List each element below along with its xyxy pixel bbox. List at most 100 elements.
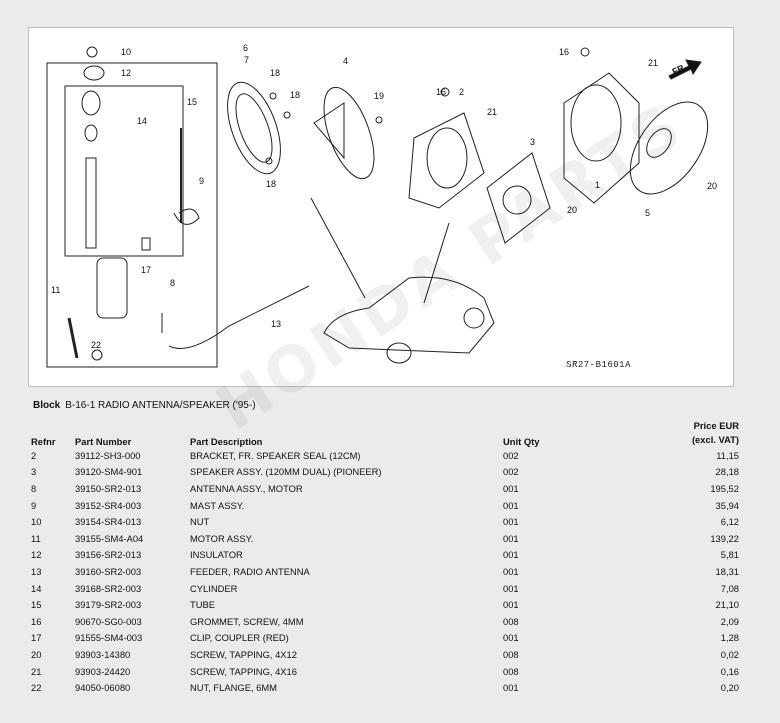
cell-price: 1,28 (720, 632, 739, 644)
speaker-assy-1 (563, 72, 640, 204)
antenna-subgroup-box (64, 85, 184, 257)
cell-unit-qty: 001 (503, 565, 519, 577)
speaker-5-center (646, 128, 672, 158)
bracket-2 (408, 112, 485, 209)
cell-description: MOTOR ASSY. (190, 532, 254, 544)
tube-part (85, 157, 97, 249)
cell-unit-qty: 002 (503, 466, 519, 478)
cell-description: BRACKET, FR. SPEAKER SEAL (12CM) (190, 449, 361, 461)
car-outline (323, 276, 495, 354)
cell-refnr: 13 (31, 565, 42, 577)
cell-price: 5,81 (720, 549, 739, 561)
callout-14: 14 (137, 116, 147, 126)
cell-part-number: 39112-SH3-000 (75, 449, 141, 461)
callout-7: 7 (244, 55, 249, 65)
cell-part-number: 94050-06080 (75, 682, 131, 694)
cell-description: ANTENNA ASSY., MOTOR (190, 482, 303, 494)
callout-20b: 20 (707, 181, 717, 191)
cell-price: 21,10 (715, 599, 739, 611)
cell-description: GROMMET, SCREW, 4MM (190, 615, 304, 627)
cell-part-number: 39160-SR2-003 (75, 565, 142, 577)
callout-17: 17 (141, 265, 151, 275)
mast-cable (173, 208, 200, 225)
header-part-number: Part Number (75, 436, 132, 447)
cell-unit-qty: 001 (503, 482, 519, 494)
cell-description: FEEDER, RADIO ANTENNA (190, 565, 310, 577)
nut-part (86, 46, 98, 58)
cell-description: CLIP, COUPLER (RED) (190, 632, 289, 644)
cell-part-number: 93903-14380 (75, 648, 131, 660)
cell-refnr: 15 (31, 599, 42, 611)
parts-diagram: FR. 10 12 15 14 9 17 8 11 22 6 7 18 18 1… (28, 27, 734, 387)
block-label: Block (33, 400, 61, 411)
cell-price: 2,09 (720, 615, 739, 627)
callout-19: 19 (374, 91, 384, 101)
screw-icon (375, 116, 383, 124)
cell-part-number: 39150-SR2-013 (75, 482, 142, 494)
callout-5: 5 (645, 208, 650, 218)
callout-22: 22 (91, 340, 101, 350)
callout-3: 3 (530, 137, 535, 147)
cell-unit-qty: 008 (503, 648, 519, 660)
speaker-3 (486, 152, 551, 244)
flange-nut-part (91, 349, 103, 361)
feeder-cable (168, 285, 310, 349)
callout-9: 9 (199, 176, 204, 186)
callout-21b: 21 (648, 58, 658, 68)
callout-12: 12 (121, 68, 131, 78)
cell-price: 35,94 (715, 499, 739, 511)
cell-unit-qty: 008 (503, 665, 519, 677)
antenna-group-box (46, 62, 218, 368)
cell-refnr: 17 (31, 632, 42, 644)
cell-unit-qty: 001 (503, 582, 519, 594)
callout-16a: 16 (436, 87, 446, 97)
speaker-4 (323, 86, 375, 180)
callout-11: 11 (51, 285, 60, 295)
cylinder-part-lower (84, 124, 98, 142)
drain-tube (67, 317, 79, 359)
cell-unit-qty: 001 (503, 532, 519, 544)
screw-icon (265, 157, 273, 165)
cell-description: NUT (190, 516, 210, 528)
car-wheel (463, 307, 485, 329)
callout-15: 15 (187, 97, 197, 107)
cell-unit-qty: 008 (503, 615, 519, 627)
cell-description: TUBE (190, 599, 216, 611)
callout-21a: 21 (487, 107, 497, 117)
car-wheel (386, 342, 412, 364)
cell-unit-qty: 001 (503, 549, 519, 561)
diagram-code: SR27-B1601A (566, 360, 631, 370)
callout-6: 6 (243, 43, 248, 53)
callout-18c: 18 (266, 179, 276, 189)
cylinder-part (81, 90, 101, 116)
coupler-clip-part (141, 237, 151, 251)
cell-part-number: 39154-SR4-013 (75, 516, 142, 528)
cell-description: SPEAKER ASSY. (120MM DUAL) (PIONEER) (190, 466, 382, 478)
cell-refnr: 20 (31, 648, 42, 660)
cell-unit-qty: 001 (503, 632, 519, 644)
cell-unit-qty: 002 (503, 449, 519, 461)
direction-label: FR. (671, 62, 688, 77)
cell-refnr: 11 (31, 532, 41, 544)
cell-price: 0,20 (720, 682, 739, 694)
callout-16b: 16 (559, 47, 569, 57)
callout-18b: 18 (290, 90, 300, 100)
speaker-5 (629, 101, 709, 195)
cell-description: SCREW, TAPPING, 4X16 (190, 665, 297, 677)
